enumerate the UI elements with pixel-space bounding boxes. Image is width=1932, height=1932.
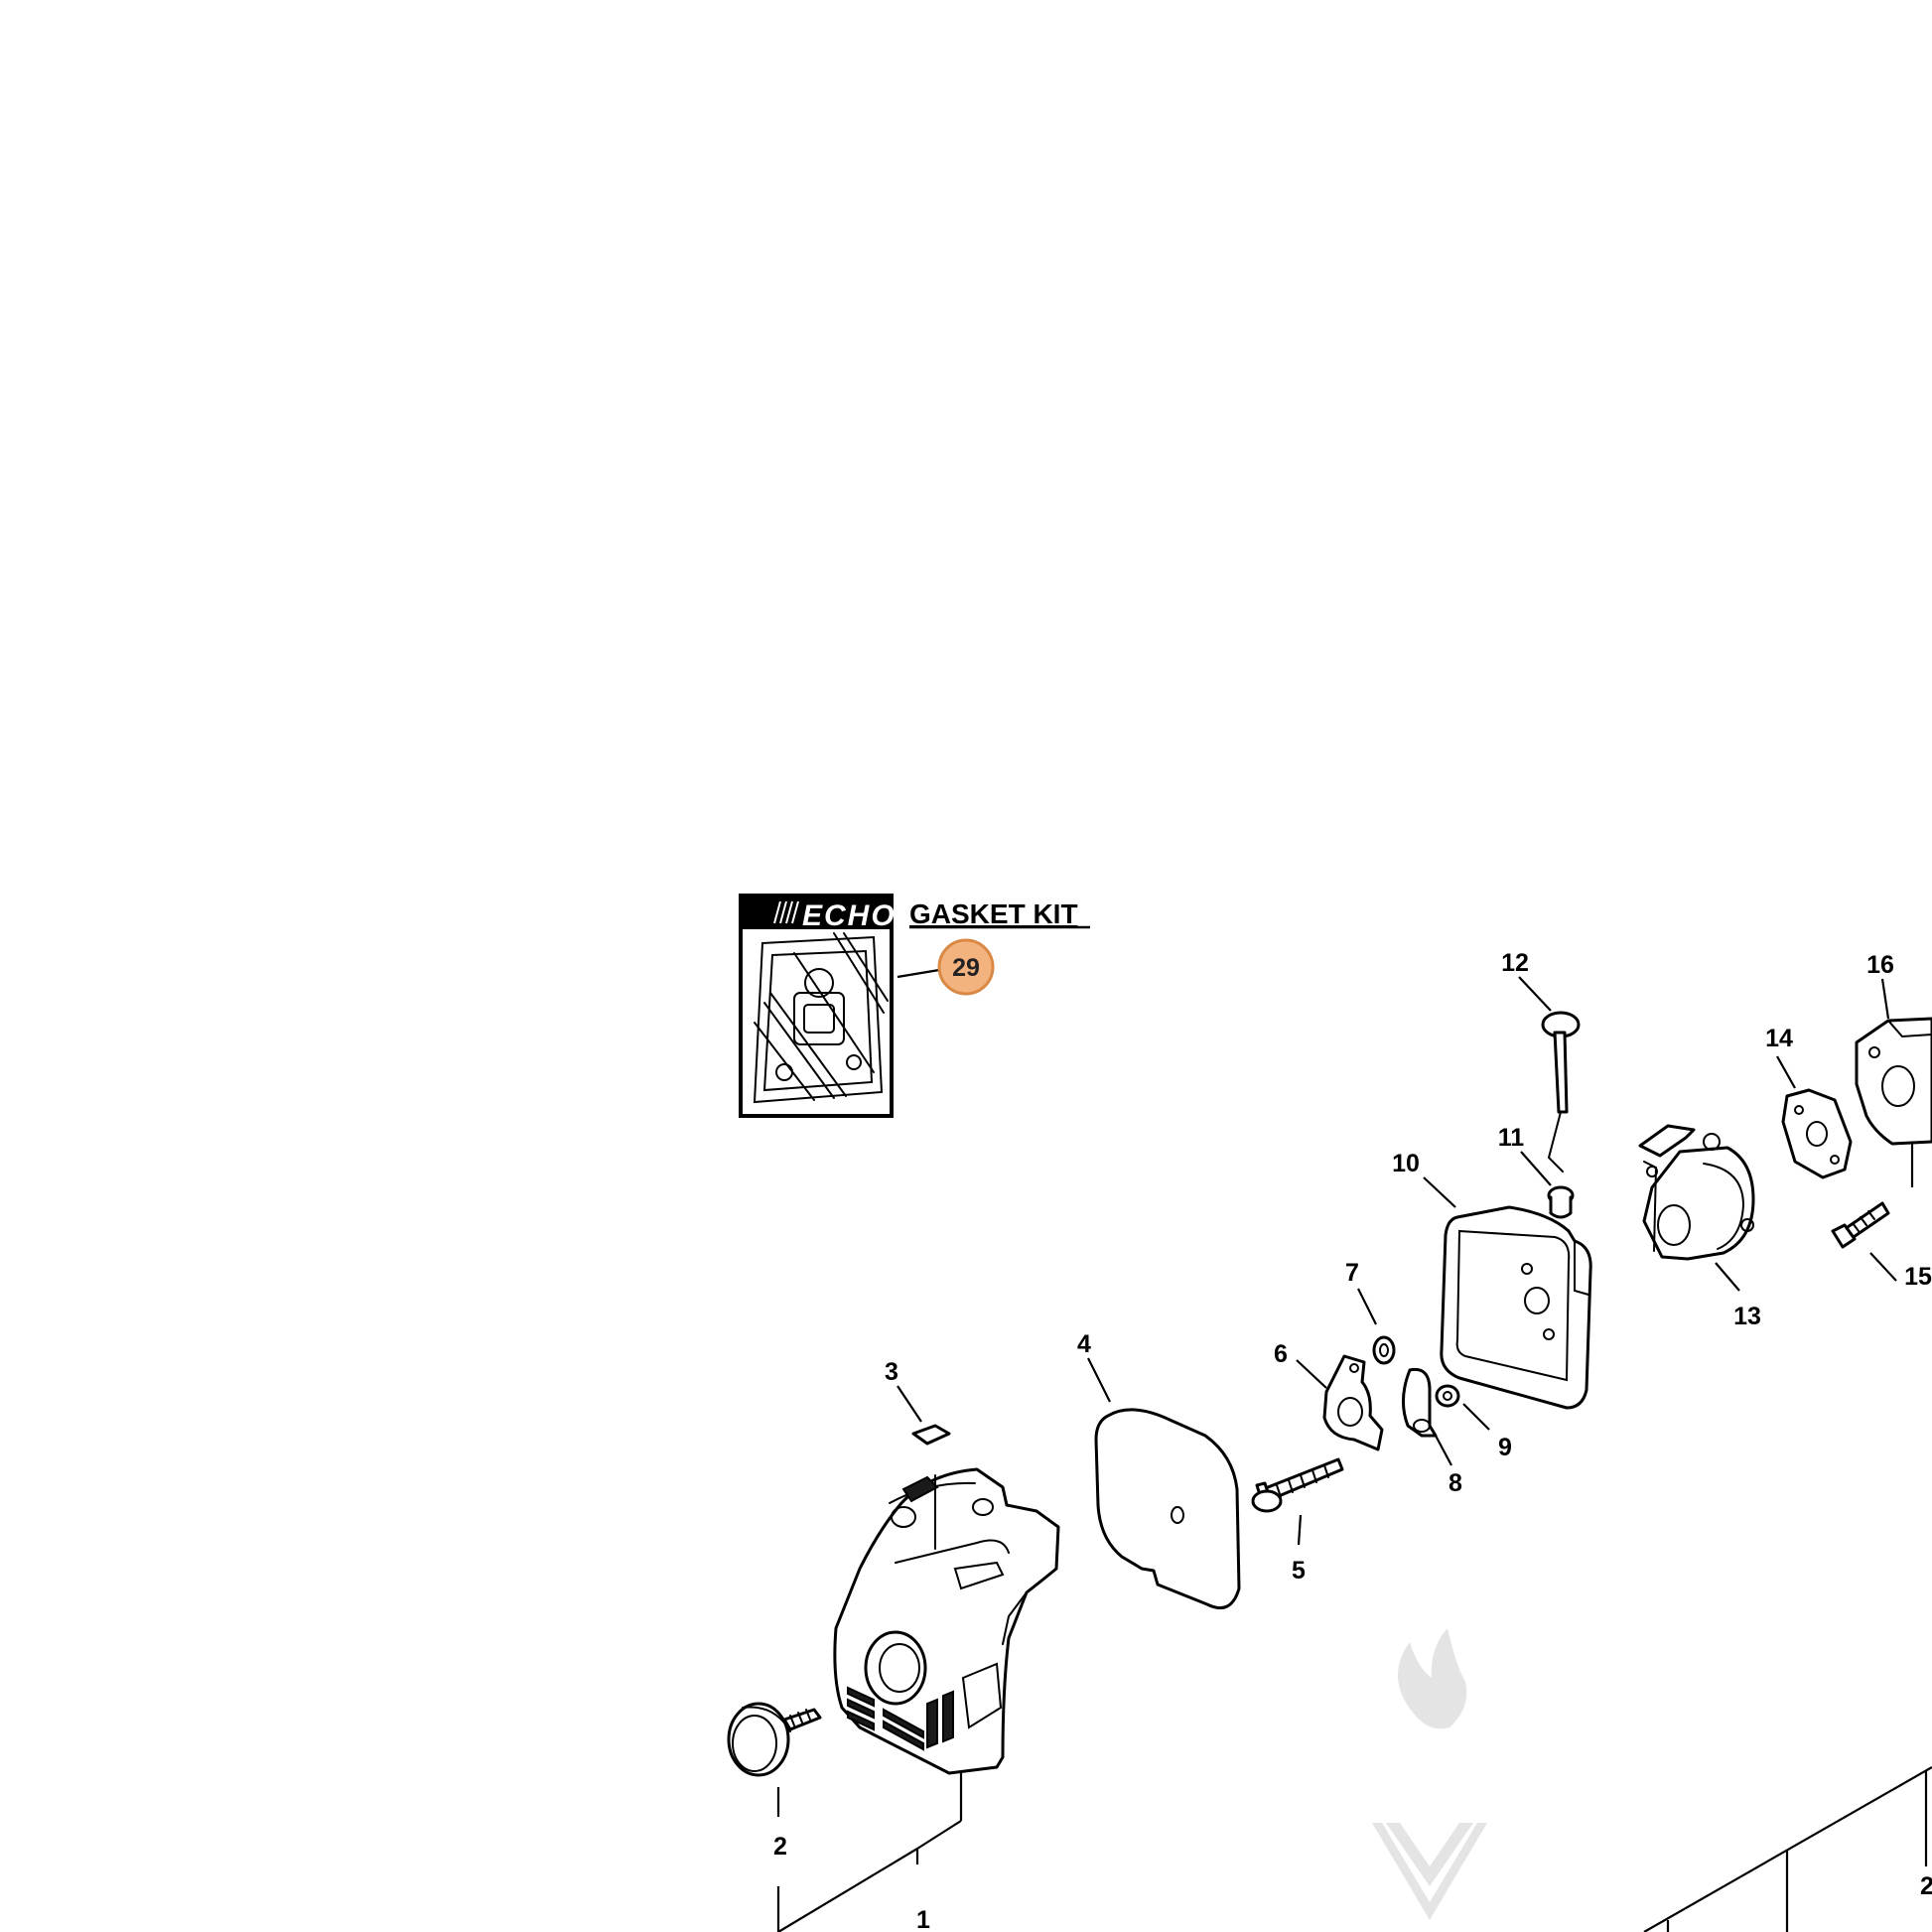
label-1: 1 [916, 1906, 930, 1932]
assembly-bracket [776, 1771, 963, 1932]
part-5-screw [1251, 1457, 1344, 1546]
gasket-kit-illustration [753, 932, 889, 1104]
part-1-air-cleaner-cover [833, 1467, 1060, 1775]
part-9-washer [1435, 1384, 1490, 1431]
callout-29-marker[interactable] [937, 938, 995, 996]
label-16: 16 [1866, 951, 1894, 979]
part-11-grommet [1520, 1151, 1575, 1219]
part-6-bracket [1296, 1354, 1384, 1451]
label-3: 3 [885, 1358, 898, 1386]
part-14-gasket [1776, 1055, 1853, 1179]
echo-logo: ECHO [802, 899, 897, 932]
part-13-carburetor [1638, 1124, 1755, 1292]
label-8: 8 [1449, 1469, 1462, 1497]
echo-logo-band [741, 896, 892, 929]
part-4-filter-element [1087, 1357, 1241, 1609]
part-16-insulator [1855, 978, 1932, 1146]
callout-29-label: 29 [952, 954, 980, 982]
label-20: 20 [1920, 1872, 1932, 1900]
part-2-knob [727, 1702, 822, 1817]
gasket-kit: ECHO GASKET KIT 29 [739, 894, 1090, 1118]
lower-right-assembly [1643, 1766, 1932, 1932]
label-11: 11 [1498, 1124, 1525, 1152]
watermark-logo [1372, 1628, 1487, 1920]
label-5: 5 [1292, 1557, 1306, 1585]
label-7: 7 [1345, 1259, 1359, 1287]
label-13: 13 [1733, 1303, 1761, 1330]
callout-leader [897, 967, 946, 979]
part-8-clip [1402, 1367, 1452, 1466]
gasket-kit-title: GASKET KIT [909, 898, 1078, 929]
label-4: 4 [1077, 1330, 1091, 1358]
label-9: 9 [1498, 1434, 1512, 1461]
part-7-washer [1357, 1288, 1396, 1365]
part-10-air-filter-case [1423, 1176, 1592, 1410]
part-3-pad [897, 1385, 951, 1446]
vent-slots [847, 1686, 954, 1751]
label-6: 6 [1274, 1340, 1288, 1368]
label-12: 12 [1501, 949, 1529, 977]
part-12-rod [1518, 976, 1581, 1173]
label-15: 15 [1904, 1263, 1932, 1291]
label-14: 14 [1765, 1025, 1793, 1052]
label-2: 2 [773, 1833, 787, 1861]
echo-logo-stripes [773, 900, 799, 924]
part-15-bolt [1831, 1142, 1914, 1282]
label-10: 10 [1392, 1150, 1420, 1177]
